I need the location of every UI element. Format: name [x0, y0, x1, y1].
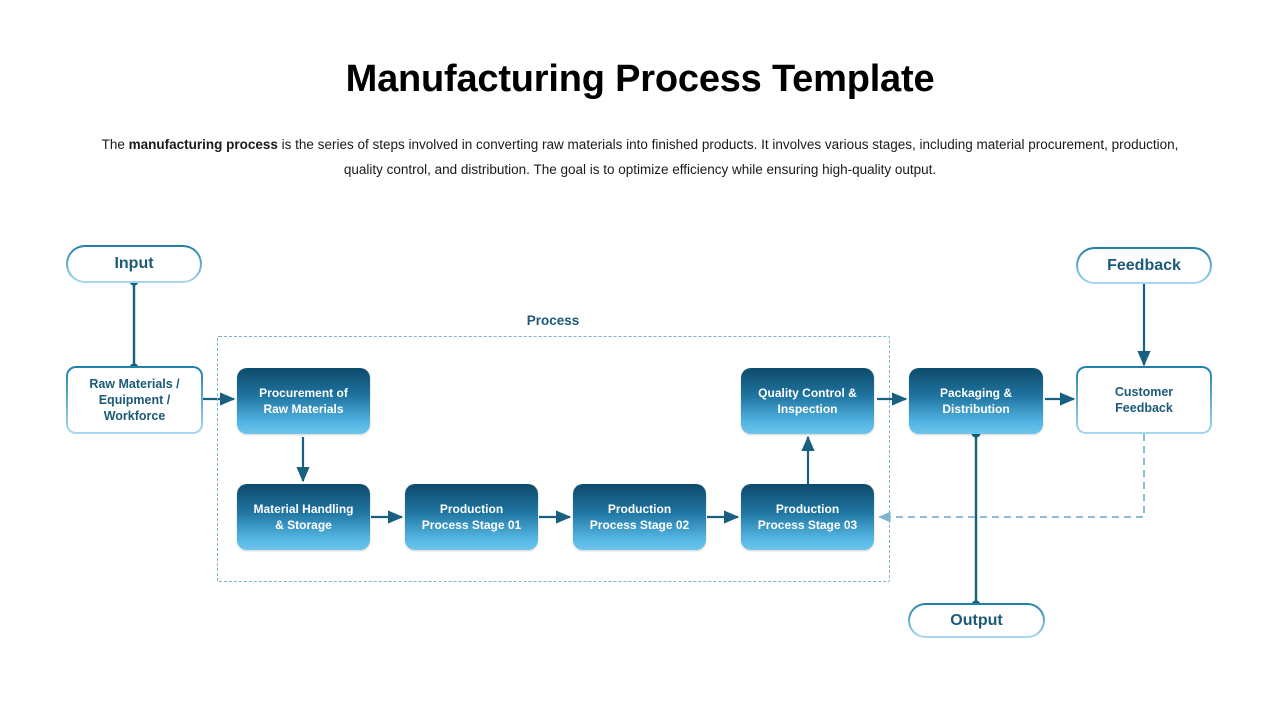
raw-materials-line-2: Equipment / — [98, 393, 171, 407]
packaging-line-2: Distribution — [942, 402, 1010, 416]
pill-input-label: Input — [68, 247, 200, 281]
box-raw-materials-label: Raw Materials / Equipment / Workforce — [68, 368, 201, 432]
pill-feedback-label: Feedback — [1078, 249, 1210, 282]
pill-output-label: Output — [910, 605, 1043, 636]
procurement-line-2: Raw Materials — [263, 402, 344, 416]
box-packaging-label: Packaging & Distribution — [940, 385, 1012, 417]
page-description: The manufacturing process is the series … — [90, 132, 1190, 182]
stage-02-line-2: Process Stage 02 — [589, 518, 690, 532]
process-zone-label: Process — [526, 313, 580, 328]
pill-feedback[interactable]: Feedback — [1076, 247, 1212, 284]
description-bold-phrase: manufacturing process — [128, 137, 278, 152]
box-raw-materials[interactable]: Raw Materials / Equipment / Workforce — [66, 366, 203, 434]
quality-control-line-1: Quality Control & — [758, 386, 857, 400]
box-quality-control-label: Quality Control & Inspection — [758, 385, 857, 417]
pill-output[interactable]: Output — [908, 603, 1045, 638]
box-production-stage-01[interactable]: Production Process Stage 01 — [405, 484, 538, 550]
box-production-stage-01-label: Production Process Stage 01 — [422, 501, 521, 533]
pill-input[interactable]: Input — [66, 245, 202, 283]
quality-control-line-2: Inspection — [777, 402, 838, 416]
box-procurement-label: Procurement of Raw Materials — [259, 385, 348, 417]
box-customer-feedback[interactable]: Customer Feedback — [1076, 366, 1212, 434]
description-text-after: is the series of steps involved in conve… — [277, 137, 1179, 177]
box-material-handling-label: Material Handling & Storage — [253, 501, 353, 533]
page-title: Manufacturing Process Template — [345, 58, 935, 100]
stage-03-line-1: Production — [775, 502, 840, 516]
box-customer-feedback-label: Customer Feedback — [1078, 368, 1210, 432]
material-handling-line-2: & Storage — [275, 518, 332, 532]
stage-02-line-1: Production — [607, 502, 672, 516]
process-zone-boundary — [217, 336, 890, 582]
stage-01-line-2: Process Stage 01 — [421, 518, 522, 532]
box-quality-control[interactable]: Quality Control & Inspection — [741, 368, 874, 434]
customer-feedback-line-1: Customer — [1114, 385, 1174, 399]
procurement-line-1: Procurement of — [259, 386, 348, 400]
connector-input-to-raw-materials — [129, 276, 139, 373]
box-production-stage-02-label: Production Process Stage 02 — [590, 501, 689, 533]
connector-packaging-to-output — [971, 428, 981, 610]
box-production-stage-03-label: Production Process Stage 03 — [758, 501, 857, 533]
box-packaging[interactable]: Packaging & Distribution — [909, 368, 1043, 434]
raw-materials-line-1: Raw Materials / — [89, 377, 180, 391]
box-production-stage-02[interactable]: Production Process Stage 02 — [573, 484, 706, 550]
box-procurement[interactable]: Procurement of Raw Materials — [237, 368, 370, 434]
packaging-line-1: Packaging & — [939, 386, 1013, 400]
material-handling-line-1: Material Handling — [253, 502, 354, 516]
connector-customer-feedback-loop — [877, 434, 1145, 523]
customer-feedback-line-2: Feedback — [1115, 401, 1173, 415]
box-material-handling[interactable]: Material Handling & Storage — [237, 484, 370, 550]
stage-03-line-2: Process Stage 03 — [757, 518, 858, 532]
raw-materials-line-3: Workforce — [103, 409, 166, 423]
stage-01-line-1: Production — [439, 502, 504, 516]
description-text-before: The — [101, 137, 129, 152]
box-production-stage-03[interactable]: Production Process Stage 03 — [741, 484, 874, 550]
